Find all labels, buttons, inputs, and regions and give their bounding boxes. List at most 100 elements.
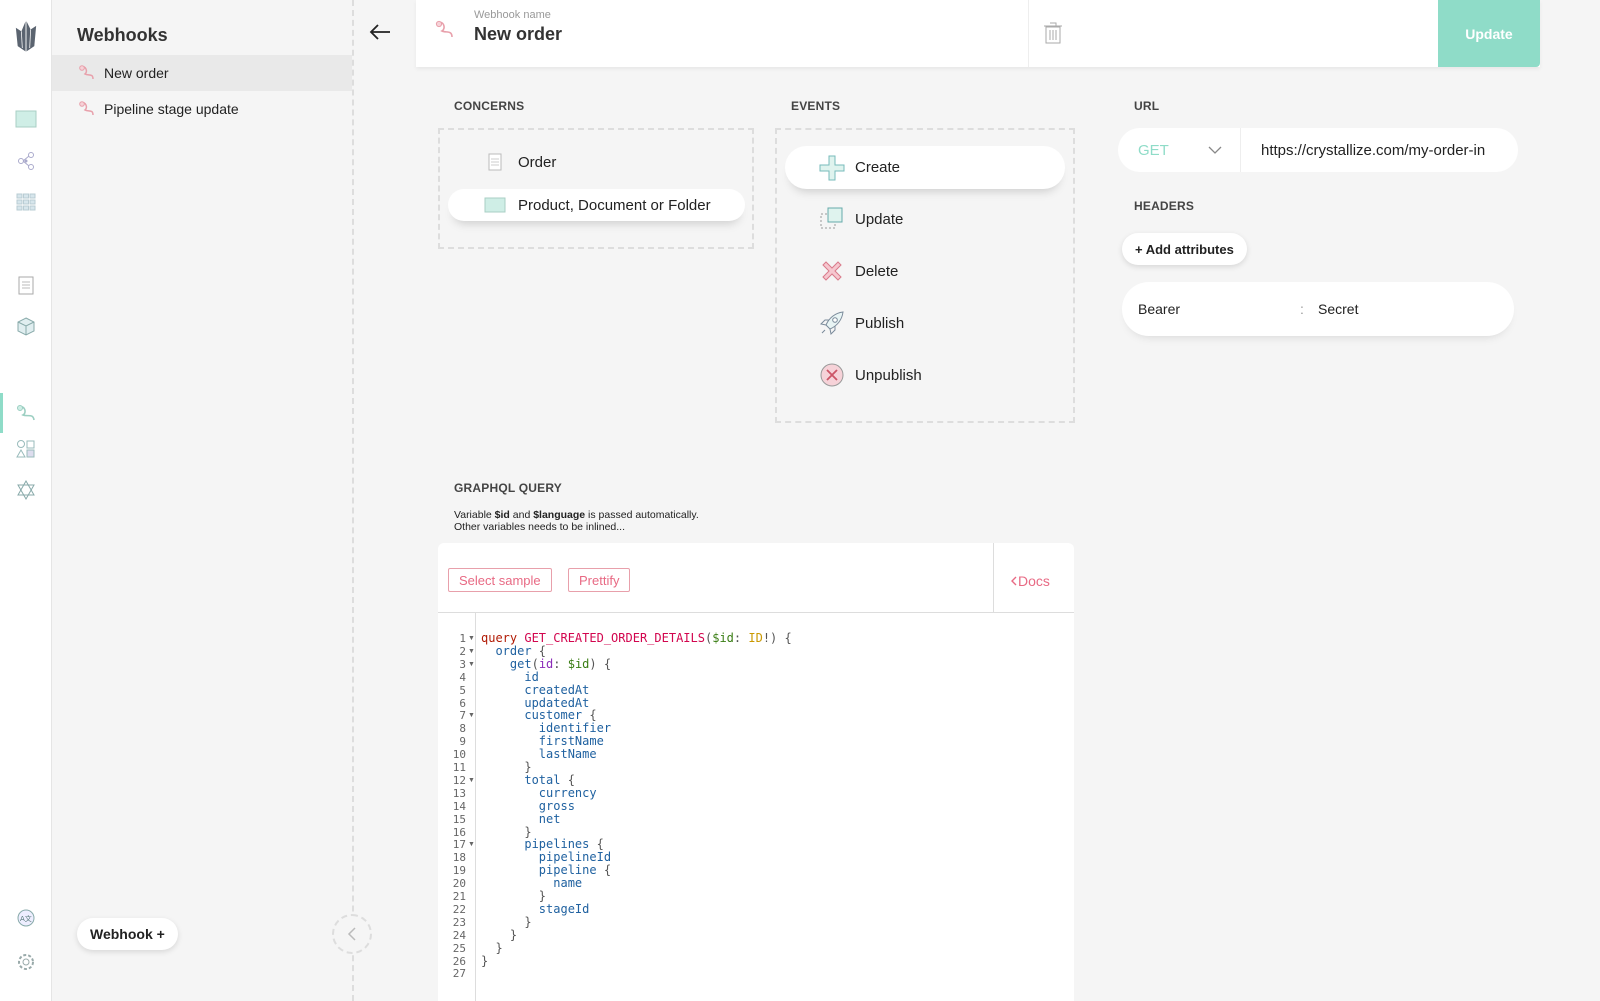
line-number: 6 <box>459 696 466 710</box>
event-label: Unpublish <box>855 366 922 384</box>
code-line: pipelineId <box>481 850 612 865</box>
header-separator: : <box>1300 301 1304 317</box>
crystallize-logo-icon[interactable] <box>14 20 38 52</box>
graphql-description: Variable $id and $language is passed aut… <box>454 509 699 533</box>
webhook-icon <box>434 18 456 45</box>
code-line: } <box>495 940 503 955</box>
prettify-button[interactable]: Prettify <box>568 568 631 592</box>
code-line: query GET_CREATED_ORDER_DETAILS($id: ID!… <box>481 631 792 645</box>
update-button[interactable]: Update <box>1438 0 1540 67</box>
code-line: } <box>524 760 532 774</box>
rail-active-indicator <box>0 393 3 433</box>
code-line: pipeline { <box>481 863 612 878</box>
catalogue-icon[interactable] <box>14 107 38 131</box>
update-icon <box>819 206 845 232</box>
code-line: stageId <box>481 901 590 916</box>
catalogue-icon <box>482 192 508 218</box>
toolbar-divider <box>993 543 994 613</box>
sidebar-item-new-order[interactable]: New order <box>52 55 352 91</box>
fold-toggle-icon[interactable]: ▼ <box>468 776 475 784</box>
line-number: 27 <box>452 967 466 981</box>
concern-label: Order <box>518 153 557 171</box>
fold-toggle-icon[interactable]: ▼ <box>468 635 475 642</box>
code-line: lastName <box>481 747 597 762</box>
line-number: 11 <box>452 761 466 774</box>
line-number: 17 <box>452 838 466 852</box>
events-heading: EVENTS <box>791 99 841 113</box>
line-number: 20 <box>452 877 466 891</box>
line-number: 10 <box>452 748 466 762</box>
fold-toggle-icon[interactable]: ▼ <box>468 841 475 849</box>
add-attributes-button[interactable]: + Add attributes <box>1122 233 1247 265</box>
http-method-value: GET <box>1138 141 1169 159</box>
event-option-create[interactable]: Create <box>785 146 1065 189</box>
code-line: firstName <box>481 734 604 749</box>
sidebar-item-pipeline-stage-update[interactable]: Pipeline stage update <box>52 91 352 127</box>
plus-icon <box>819 155 845 181</box>
code-line: identifier <box>481 721 612 736</box>
webhooks-sidebar: Webhooks New order Pipeline stage update… <box>52 0 372 1001</box>
shapes-icon[interactable] <box>14 437 38 461</box>
docs-link[interactable]: Docs <box>1010 573 1050 589</box>
unpublish-icon <box>819 362 845 388</box>
code-line: } <box>509 927 518 942</box>
event-label: Update <box>855 210 904 228</box>
topics-icon[interactable] <box>14 149 38 173</box>
line-number: 23 <box>452 915 466 929</box>
headers-heading: HEADERS <box>1134 199 1195 213</box>
event-label: Publish <box>855 314 905 332</box>
line-number: 9 <box>459 735 466 749</box>
sidebar-item-label: New order <box>104 65 169 81</box>
event-label: Create <box>855 159 901 176</box>
orders-icon[interactable] <box>14 273 38 297</box>
fold-toggle-icon[interactable]: ▼ <box>468 712 475 720</box>
line-number: 7 <box>459 709 466 723</box>
back-arrow-icon[interactable] <box>368 20 392 44</box>
code-line: net <box>481 811 561 826</box>
line-number: 21 <box>452 890 466 903</box>
document-icon <box>482 149 508 175</box>
editor-toolbar: Select sample Prettify Docs <box>438 543 1074 613</box>
line-number: 14 <box>452 799 466 813</box>
webhook-icon[interactable] <box>14 401 38 425</box>
url-input[interactable]: https://crystallize.com/my-order-in <box>1240 128 1518 172</box>
grids-icon[interactable] <box>14 190 38 214</box>
concerns-heading: CONCERNS <box>454 99 525 113</box>
event-option-delete[interactable]: Delete <box>819 258 898 284</box>
code-line: currency <box>481 785 597 800</box>
settings-gear-icon[interactable] <box>14 950 38 974</box>
concern-option-product-document-folder[interactable]: Product, Document or Folder <box>448 189 745 221</box>
line-number: 13 <box>452 786 466 800</box>
code-line: total { <box>481 772 575 787</box>
header-attribute-row: Bearer : Secret <box>1122 282 1514 336</box>
webhook-name-label: Webhook name <box>474 9 551 21</box>
add-webhook-button[interactable]: Webhook + <box>77 918 178 950</box>
code-line: createdAt <box>481 682 590 697</box>
select-sample-button[interactable]: Select sample <box>448 568 552 592</box>
header-value-input[interactable]: Secret <box>1318 301 1359 317</box>
http-method-select[interactable]: GET <box>1118 128 1240 172</box>
concern-option-order[interactable]: Order <box>482 149 556 175</box>
sidebar-title: Webhooks <box>77 25 168 45</box>
star-of-david-icon[interactable] <box>14 478 38 502</box>
line-number: 1 <box>459 632 466 645</box>
collapse-sidebar-button[interactable] <box>332 914 372 954</box>
concern-label: Product, Document or Folder <box>518 196 711 214</box>
fold-toggle-icon[interactable]: ▼ <box>468 647 475 655</box>
line-number: 18 <box>452 851 466 865</box>
code-line: updatedAt <box>481 695 590 710</box>
webhook-name-input[interactable]: New order <box>474 24 563 44</box>
header-key-input[interactable]: Bearer <box>1138 301 1181 317</box>
event-option-update[interactable]: Update <box>819 206 903 232</box>
event-option-publish[interactable]: Publish <box>819 310 904 336</box>
graphql-heading: GRAPHQL QUERY <box>454 481 562 495</box>
url-heading: URL <box>1134 99 1160 113</box>
line-number: 16 <box>452 825 466 839</box>
language-icon[interactable]: A文 <box>14 906 38 930</box>
fold-toggle-icon[interactable]: ▼ <box>468 660 475 668</box>
box-icon[interactable] <box>14 314 38 338</box>
event-option-unpublish[interactable]: Unpublish <box>819 362 922 388</box>
trash-icon[interactable] <box>1044 22 1062 49</box>
event-label: Delete <box>855 262 899 280</box>
